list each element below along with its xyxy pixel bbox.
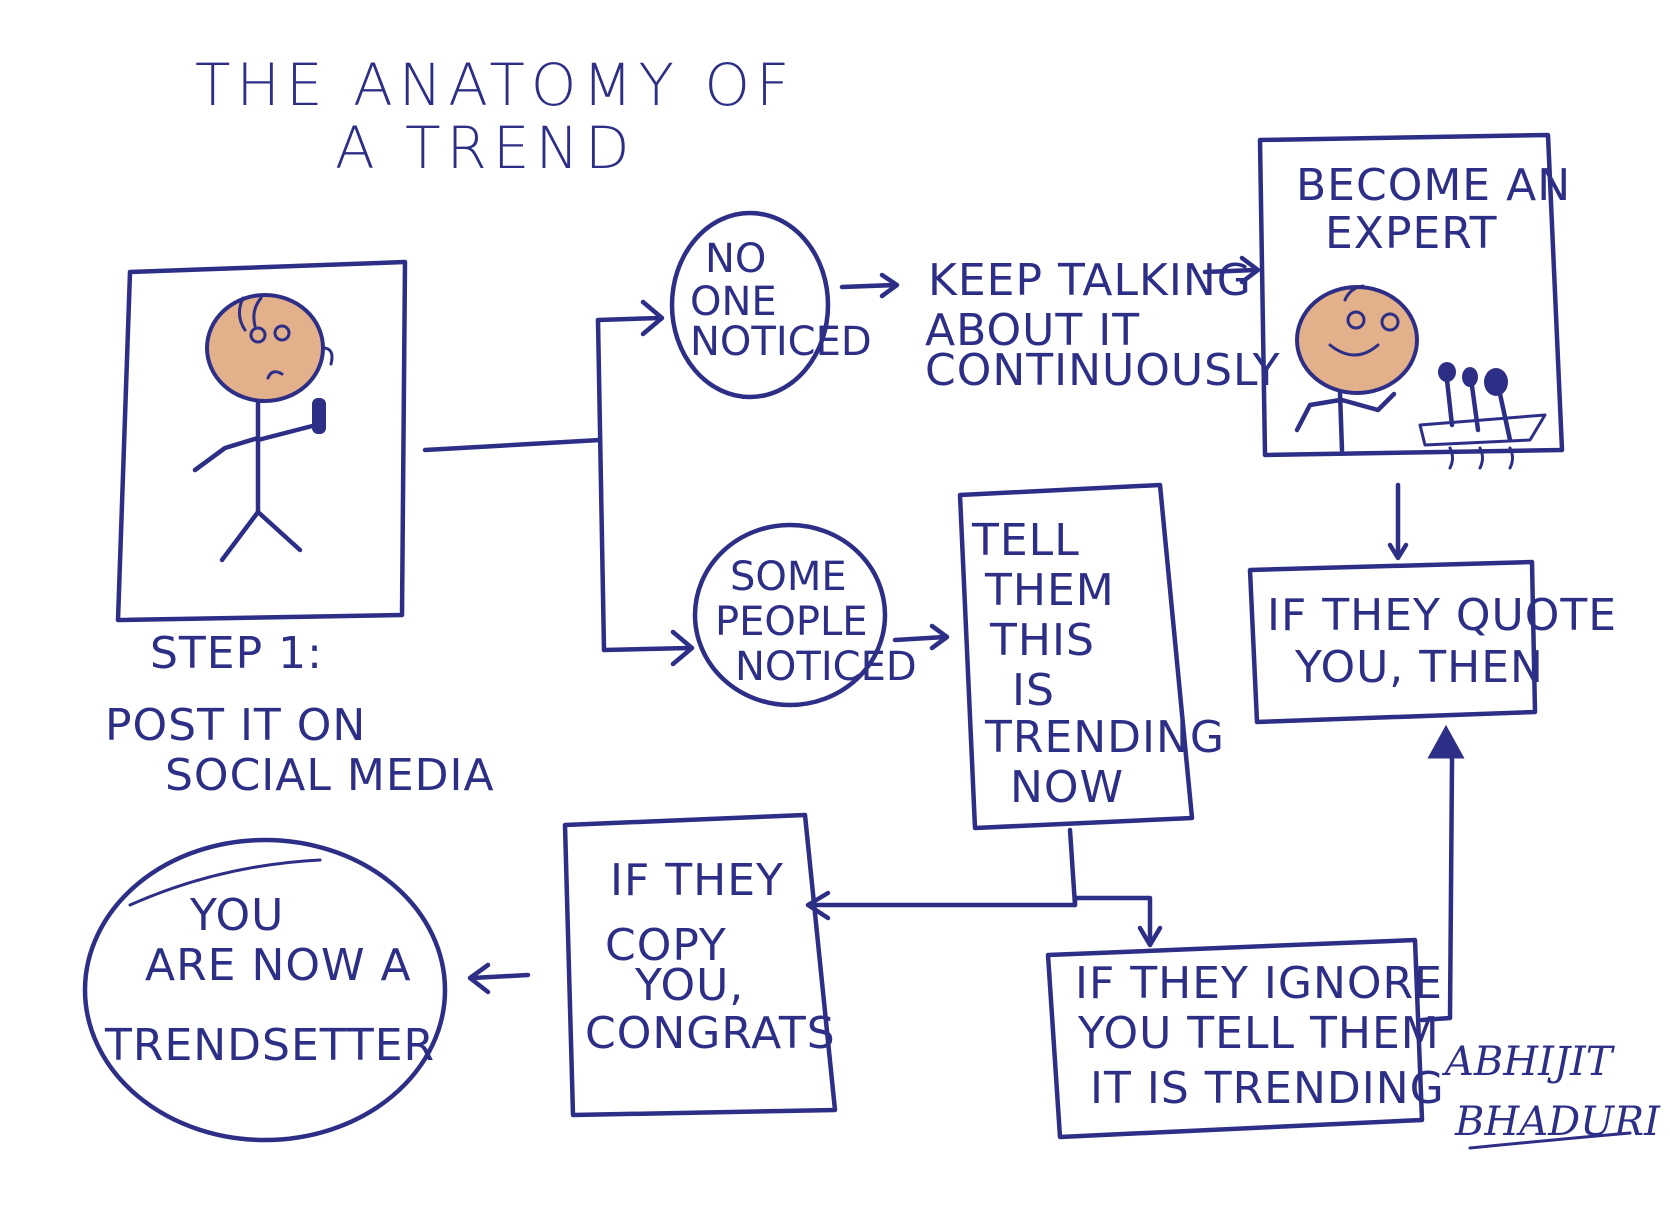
- tell-them-line-6: NOW: [1010, 762, 1124, 813]
- some-people-line-3: NOTICED: [735, 644, 917, 690]
- keep-talking-line-3: CONTINUOUSLY: [925, 345, 1281, 396]
- arrow-head-icon: [879, 272, 900, 299]
- trendsetter-node: YOU ARE NOW A TRENDSETTER: [82, 837, 448, 1143]
- arrow-line: [469, 972, 531, 981]
- become-expert-box: BECOME AN EXPERT: [1257, 132, 1571, 470]
- arrow-line: [839, 282, 898, 290]
- arrow-line: [1202, 267, 1258, 275]
- arrow-head-icon: [1137, 925, 1163, 948]
- if-they-quote-box: IF THEY QUOTE YOU, THEN: [1247, 559, 1617, 725]
- tell-them-line-4: IS: [1012, 665, 1055, 716]
- no-one-noticed-line-1: NO: [705, 236, 766, 282]
- tell-them-box: TELL THEM THIS IS TRENDING NOW: [957, 482, 1225, 831]
- some-people-noticed-node: SOME PEOPLE NOTICED: [692, 522, 917, 708]
- become-expert-line-1: BECOME AN: [1296, 160, 1571, 211]
- arrow-head-icon: [1427, 724, 1465, 759]
- arrow-head-icon: [640, 299, 665, 337]
- arrow-head-icon: [929, 623, 950, 651]
- split-connector: [805, 827, 1163, 948]
- branch-connector: [422, 299, 695, 667]
- loop-connector: [1419, 724, 1465, 1023]
- tell-them-line-3: THIS: [989, 615, 1095, 666]
- no-one-noticed-line-3: NOTICED: [690, 319, 872, 365]
- step1-box: [115, 259, 408, 623]
- some-people-line-1: SOME: [730, 554, 847, 600]
- if-they-quote-line-2: YOU, THEN: [1294, 642, 1544, 693]
- no-one-noticed-line-2: ONE: [690, 279, 777, 325]
- signature-line-1: ABHIJIT: [1441, 1039, 1616, 1085]
- step1-line-2: POST IT ON: [105, 700, 366, 751]
- arrow-head-icon: [467, 962, 491, 995]
- worried-figure-icon: [192, 293, 334, 563]
- if-they-ignore-line-2: YOU TELL THEM: [1077, 1008, 1440, 1059]
- if-they-ignore-line-1: IF THEY IGNORE: [1075, 958, 1443, 1009]
- if-they-copy-line-3: YOU,: [634, 960, 744, 1011]
- step1-caption: STEP 1: POST IT ON SOCIAL MEDIA: [105, 628, 495, 801]
- trendsetter-line-2: ARE NOW A: [145, 940, 412, 991]
- signature-line-2: BHADURI: [1454, 1099, 1661, 1145]
- arrow-head-icon: [1387, 542, 1409, 561]
- keep-talking-node: KEEP TALKING ABOUT IT CONTINUOUSLY: [925, 255, 1281, 396]
- trendsetter-line-1: YOU: [189, 890, 284, 941]
- title: THE ANATOMY OF A TREND: [195, 51, 795, 182]
- if-they-ignore-box: IF THEY IGNORE YOU TELL THEM IT IS TREND…: [1045, 937, 1445, 1140]
- step1-line-1: STEP 1:: [150, 628, 323, 679]
- tell-them-line-1: TELL: [971, 515, 1080, 566]
- if-they-ignore-line-3: IT IS TRENDING: [1090, 1063, 1445, 1114]
- if-they-quote-line-1: IF THEY QUOTE: [1267, 590, 1617, 641]
- arrow-head-icon: [670, 629, 695, 667]
- title-line-2: A TREND: [335, 114, 636, 182]
- keep-talking-line-1: KEEP TALKING: [928, 255, 1252, 306]
- microphones-icon: [1418, 362, 1547, 470]
- trendsetter-line-3: TRENDSETTER: [104, 1020, 435, 1071]
- arrow-head-icon: [805, 890, 831, 921]
- if-they-copy-line-1: IF THEY: [610, 855, 784, 906]
- become-expert-line-2: EXPERT: [1325, 208, 1498, 259]
- if-they-copy-line-4: CONGRATS: [585, 1008, 836, 1059]
- no-one-noticed-node: NO ONE NOTICED: [669, 210, 872, 400]
- arrow-line: [892, 634, 948, 643]
- tell-them-line-5: TRENDING: [984, 712, 1225, 763]
- some-people-line-2: PEOPLE: [715, 599, 868, 645]
- signature: ABHIJIT BHADURI: [1441, 1039, 1661, 1150]
- if-they-copy-box: IF THEY COPY YOU, CONGRATS: [562, 812, 838, 1118]
- expert-figure-icon: [1294, 284, 1419, 453]
- step1-frame: [115, 259, 408, 623]
- step1-line-3: SOCIAL MEDIA: [165, 750, 495, 801]
- if-they-copy-line-2: COPY: [605, 920, 727, 971]
- keep-talking-line-2: ABOUT IT: [925, 305, 1140, 356]
- title-line-1: THE ANATOMY OF: [195, 51, 795, 119]
- microphone-icon: [312, 398, 326, 434]
- arrow-head-icon: [1239, 255, 1261, 285]
- tell-them-line-2: THEM: [984, 565, 1115, 616]
